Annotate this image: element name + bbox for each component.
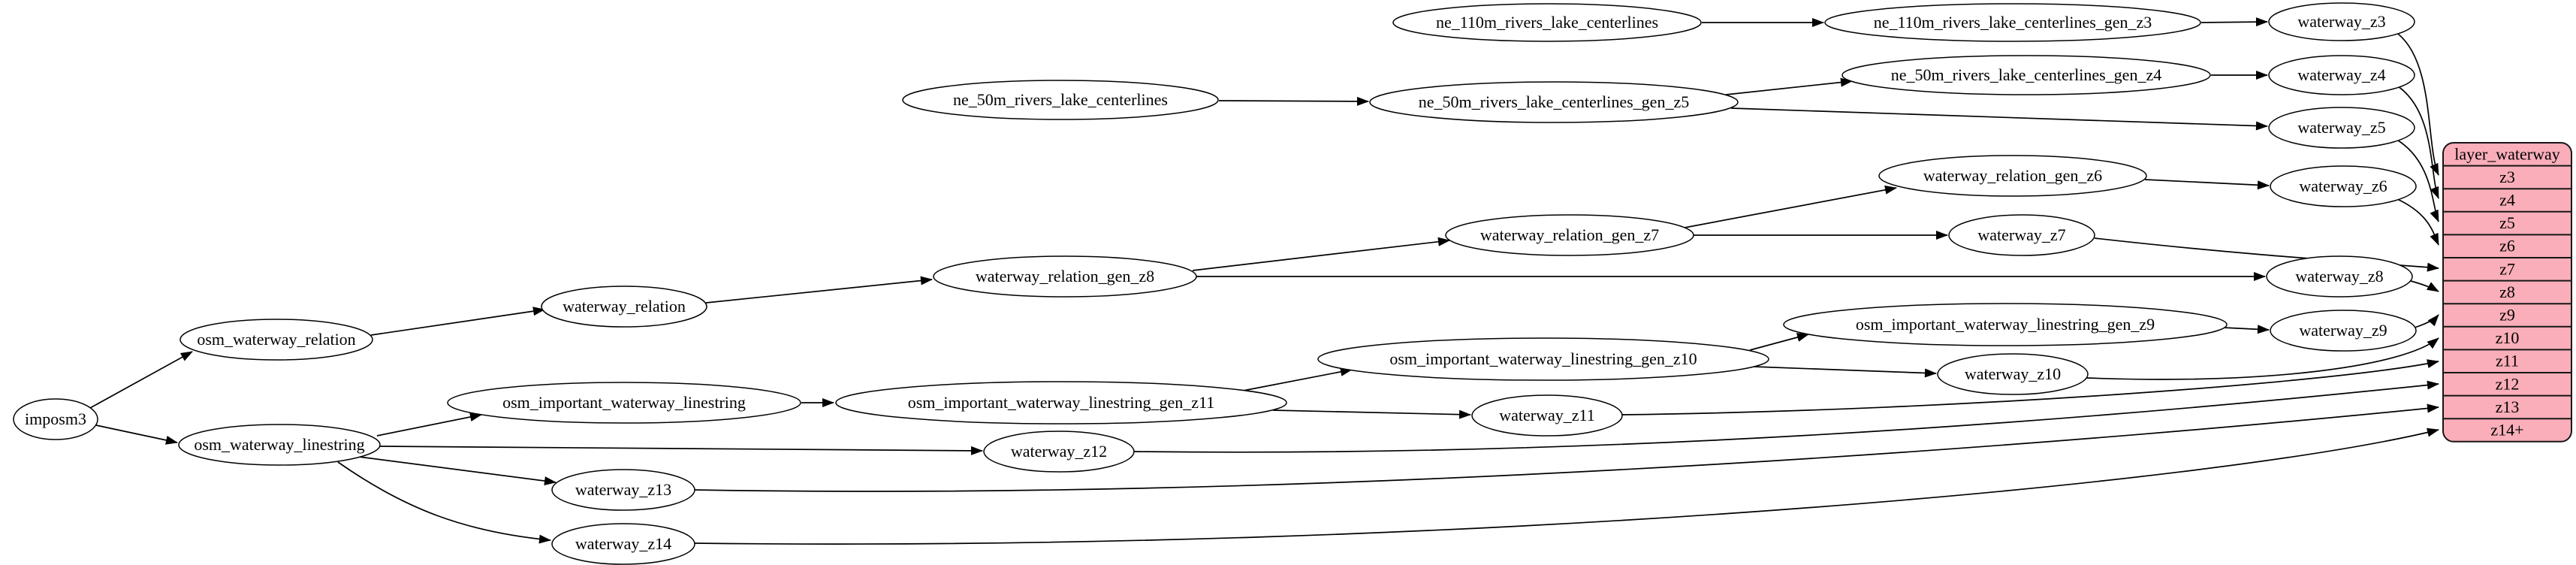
graph-node-waterway_z12: waterway_z12 [983, 431, 1135, 473]
edge-waterway_z6-to-row_z6 [2397, 198, 2439, 246]
node-ellipse-waterway_z5 [2268, 107, 2415, 149]
graph-node-osm_important_waterway_linestring_gen_z9: osm_important_waterway_linestring_gen_z9 [1783, 303, 2228, 346]
node-ellipse-waterway_z9 [2270, 310, 2417, 352]
graph-node-osm_important_waterway_linestring_gen_z10: osm_important_waterway_linestring_gen_z1… [1317, 337, 1769, 381]
node-ellipse-osm_important_waterway_linestring_gen_z10 [1317, 337, 1769, 381]
node-ellipse-osm_waterway_relation [179, 319, 373, 361]
graph-node-ne_110m_rivers_lake_centerlines_gen_z3: ne_110m_rivers_lake_centerlines_gen_z3 [1824, 3, 2201, 42]
edge-osm_waterway_linestring-to-osm_important_waterway_linestring [376, 412, 482, 437]
edge-osm_important_waterway_linestring_gen_z11-to-waterway_z11 [1272, 409, 1471, 419]
node-ellipse-waterway_relation_gen_z8 [933, 255, 1197, 298]
edge-osm_waterway_linestring-to-waterway_z14 [337, 461, 551, 544]
node-ellipse-waterway_z8 [2266, 255, 2413, 298]
node-ellipse-waterway_relation [541, 286, 707, 328]
graph-node-osm_waterway_linestring: osm_waterway_linestring [178, 424, 381, 466]
edge-waterway_z5-to-row_z5 [2395, 138, 2439, 222]
node-ellipse-ne_50m_rivers_lake_centerlines [902, 80, 1219, 120]
node-ellipse-waterway_relation_gen_z7 [1445, 214, 1694, 256]
nodes-layer: imposm3 osm_waterway_relation osm_waterway… [13, 2, 2417, 565]
node-ellipse-waterway_z7 [1948, 214, 2095, 256]
node-ellipse-ne_50m_rivers_lake_centerlines_gen_z4 [1842, 55, 2211, 95]
graph-node-waterway_relation_gen_z6: waterway_relation_gen_z6 [1878, 155, 2147, 197]
edge-osm_important_waterway_linestring_gen_z10-to-waterway_z10 [1753, 366, 1937, 378]
graph-node-osm_important_waterway_linestring: osm_important_waterway_linestring [447, 382, 801, 424]
graph-node-waterway_relation_gen_z7: waterway_relation_gen_z7 [1445, 214, 1694, 256]
edge-waterway_z9-to-row_z9 [2414, 314, 2439, 328]
node-ellipse-osm_important_waterway_linestring [447, 382, 801, 424]
graph-node-ne_50m_rivers_lake_centerlines_gen_z5: ne_50m_rivers_lake_centerlines_gen_z5 [1369, 81, 1739, 123]
node-ellipse-ne_110m_rivers_lake_centerlines_gen_z3 [1824, 3, 2201, 42]
edge-waterway_relation-to-waterway_relation_gen_z8 [705, 276, 933, 304]
edge-osm_important_waterway_linestring_gen_z11-to-osm_important_waterway_linestring_gen_z10 [1242, 367, 1353, 391]
graph-node-ne_50m_rivers_lake_centerlines: ne_50m_rivers_lake_centerlines [902, 80, 1219, 120]
edge-ne_110m_rivers_lake_centerlines_gen_z3-to-waterway_z3 [2200, 17, 2268, 27]
graph-node-ne_50m_rivers_lake_centerlines_gen_z4: ne_50m_rivers_lake_centerlines_gen_z4 [1842, 55, 2211, 95]
graph-node-osm_waterway_relation: osm_waterway_relation [179, 319, 373, 361]
table-outline [2442, 142, 2572, 443]
edge-ne_50m_rivers_lake_centerlines_gen_z5-to-ne_50m_rivers_lake_centerlines_gen_z4 [1725, 77, 1853, 95]
edge-osm_waterway_relation-to-waterway_relation [370, 307, 545, 336]
graph-node-waterway_relation: waterway_relation [541, 286, 707, 328]
edge-waterway_relation_gen_z6-to-waterway_z6 [2144, 179, 2270, 190]
graph-node-osm_important_waterway_linestring_gen_z11: osm_important_waterway_linestring_gen_z1… [835, 381, 1287, 425]
layer-waterway-table: layer_waterwayz3z4z5z6z7z8z9z10z11z12z13… [2442, 142, 2572, 443]
graph-node-waterway_z7: waterway_z7 [1948, 214, 2095, 256]
edge-waterway_z3-to-row_z3 [2397, 33, 2439, 176]
edge-waterway_z13-to-row_z13 [694, 403, 2439, 492]
edge-waterway_z12-to-row_z12 [1133, 380, 2439, 453]
graph-node-waterway_z5: waterway_z5 [2268, 107, 2415, 149]
graph-node-ne_110m_rivers_lake_centerlines: ne_110m_rivers_lake_centerlines [1392, 3, 1702, 42]
edge-imposm3-to-osm_waterway_linestring [95, 425, 178, 445]
graph-node-waterway_z3: waterway_z3 [2268, 2, 2415, 41]
graph-node-imposm3: imposm3 [13, 398, 98, 440]
node-ellipse-waterway_relation_gen_z6 [1878, 155, 2147, 197]
node-ellipse-waterway_z4 [2268, 55, 2415, 95]
node-ellipse-waterway_z11 [1471, 394, 1623, 437]
edge-waterway_z8-to-row_z8 [2410, 280, 2439, 292]
graph-node-waterway_z13: waterway_z13 [551, 469, 695, 511]
node-ellipse-waterway_z10 [1937, 353, 2089, 395]
node-ellipse-osm_important_waterway_linestring_gen_z11 [835, 381, 1287, 425]
edge-waterway_z14-to-row_z14+ [694, 428, 2439, 545]
node-ellipse-waterway_z12 [983, 431, 1135, 473]
node-ellipse-osm_important_waterway_linestring_gen_z9 [1783, 303, 2228, 346]
graph-node-waterway_z4: waterway_z4 [2268, 55, 2415, 95]
edge-osm_important_waterway_linestring_gen_z10-to-osm_important_waterway_linestring_gen_z9 [1749, 333, 1809, 351]
node-ellipse-waterway_z3 [2268, 2, 2415, 41]
edge-osm_important_waterway_linestring_gen_z9-to-waterway_z9 [2222, 325, 2270, 334]
node-ellipse-waterway_z14 [551, 523, 695, 565]
edge-waterway_z4-to-row_z4 [2397, 86, 2439, 199]
graph-node-waterway_z10: waterway_z10 [1937, 353, 2089, 395]
graph-node-waterway_relation_gen_z8: waterway_relation_gen_z8 [933, 255, 1197, 298]
node-ellipse-osm_waterway_linestring [178, 424, 381, 466]
graph-node-waterway_z9: waterway_z9 [2270, 310, 2417, 352]
edges-layer [89, 17, 2439, 545]
graph-node-waterway_z8: waterway_z8 [2266, 255, 2413, 298]
edge-ne_50m_rivers_lake_centerlines_gen_z5-to-waterway_z5 [1730, 107, 2268, 131]
graph-node-waterway_z6: waterway_z6 [2270, 165, 2417, 207]
edge-imposm3-to-osm_waterway_relation [89, 351, 193, 409]
node-ellipse-imposm3 [13, 398, 98, 440]
node-ellipse-ne_110m_rivers_lake_centerlines [1392, 3, 1702, 42]
graph-node-waterway_z11: waterway_z11 [1471, 394, 1623, 437]
edge-osm_waterway_linestring-to-waterway_z12 [379, 446, 983, 455]
edge-waterway_relation_gen_z8-to-waterway_relation_gen_z7 [1192, 237, 1450, 271]
edge-osm_waterway_linestring-to-waterway_z13 [358, 456, 557, 486]
graph-node-waterway_z14: waterway_z14 [551, 523, 695, 565]
node-ellipse-waterway_z6 [2270, 165, 2417, 207]
edge-waterway_z11-to-row_z11 [1621, 359, 2439, 415]
node-ellipse-ne_50m_rivers_lake_centerlines_gen_z5 [1369, 81, 1739, 123]
edge-waterway_relation_gen_z7-to-waterway_relation_gen_z6 [1684, 185, 1897, 228]
edge-waterway_z10-to-row_z10 [2086, 337, 2439, 380]
node-ellipse-waterway_z13 [551, 469, 695, 511]
